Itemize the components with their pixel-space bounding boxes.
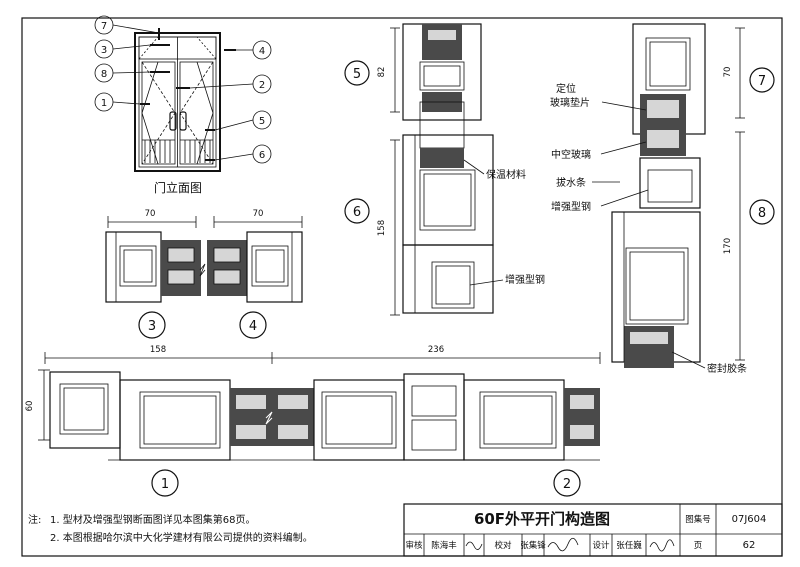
check-label: 校对: [494, 540, 512, 551]
elevation-caption: 门立面图: [154, 180, 202, 195]
elev-callout-7: 7: [101, 21, 107, 32]
design-label: 设计: [592, 540, 610, 551]
elev-callout-3: 3: [101, 45, 107, 56]
elev-callout-6: 6: [259, 150, 265, 161]
detail-8-dim: 170: [723, 238, 733, 254]
checker-signature: [547, 537, 579, 552]
note-line-1: 1. 型材及增强型钢断面图详见本图集第68页。: [50, 513, 255, 526]
note-line-2: 2. 本图根据哈尔滨中大化学建材有限公司提供的资料编制。: [50, 531, 313, 544]
label-hollow-glass: 中空玻璃: [551, 148, 591, 161]
detail-2-number: 2: [563, 477, 571, 492]
notes: 注: 1. 型材及增强型钢断面图详见本图集第68页。 2. 本图根据哈尔滨中大化…: [28, 513, 313, 544]
detail-5-6: 82 158 保温材料 增强型钢 5 6: [344, 23, 545, 316]
detail-3-dim: 70: [145, 209, 156, 219]
detail-1-side-dim: 60: [25, 401, 35, 412]
review-label: 审核: [405, 540, 423, 551]
detail-3-number: 3: [148, 319, 156, 334]
elev-callout-8: 8: [101, 69, 107, 80]
detail-1-dim: 158: [150, 345, 166, 355]
elev-callout-4: 4: [259, 46, 265, 57]
atlas-number: 07J604: [732, 514, 767, 525]
designer-name: 张任巍: [616, 540, 642, 551]
label-insulation: 保温材料: [486, 168, 526, 181]
detail-7-dim: 70: [723, 67, 733, 78]
elev-callout-5: 5: [259, 116, 265, 127]
label-drip-strip: 拔水条: [556, 176, 586, 189]
detail-4-number: 4: [249, 319, 257, 334]
detail-1-number: 1: [161, 477, 169, 492]
designer-signature: [649, 539, 675, 552]
detail-4-dim: 70: [253, 209, 264, 219]
elev-callout-1: 1: [101, 98, 107, 109]
detail-6-number: 6: [353, 205, 361, 220]
atlas-label: 图集号: [685, 514, 711, 525]
reviewer-signature: [465, 541, 483, 550]
title-block: 60F外平开门构造图 图集号 07J604 审核 陈海丰 校对 张集锋 设计 张…: [403, 503, 783, 557]
detail-2-dim: 236: [428, 345, 444, 355]
detail-1-2: 158 236 60 1: [25, 345, 601, 497]
label-seal-strip: 密封胶条: [707, 362, 747, 375]
label-locate-pad-2: 玻璃垫片: [550, 96, 590, 109]
elev-callout-2: 2: [259, 80, 265, 91]
detail-8-number: 8: [758, 206, 766, 221]
label-reinforce-steel: 增强型钢: [505, 273, 545, 286]
label-reinforce-steel-2: 增强型钢: [551, 200, 591, 213]
door-elevation: 7 3 8 1 4 2 5 6 门立面图: [94, 15, 272, 195]
detail-7-number: 7: [758, 74, 766, 89]
page-number: 62: [743, 540, 756, 551]
reviewer-name: 陈海丰: [431, 540, 457, 551]
sheet-border: [21, 17, 783, 557]
detail-3-4: 70 70 3 4: [105, 209, 303, 339]
notes-prefix: 注:: [28, 513, 41, 526]
checker-name: 张集锋: [520, 540, 546, 551]
page-label: 页: [694, 541, 703, 551]
label-locate-pad-1: 定位: [556, 82, 576, 95]
detail-7-8: 70 170 定位 玻璃垫片 中空玻璃 拔水条 增强型钢 密封胶条 7: [550, 23, 775, 375]
detail-5-dim: 82: [377, 67, 387, 78]
drawing-title: 60F外平开门构造图: [474, 510, 610, 528]
detail-6-dim: 158: [377, 220, 387, 236]
detail-5-number: 5: [353, 67, 361, 82]
